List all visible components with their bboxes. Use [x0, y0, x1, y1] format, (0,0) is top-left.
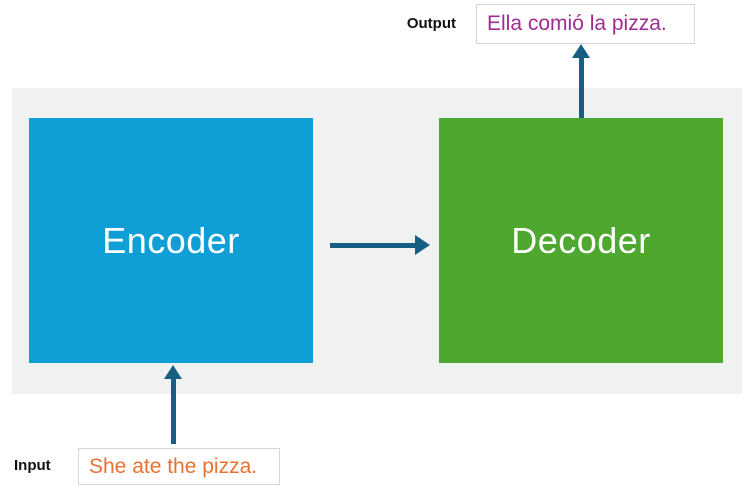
- output-label: Output: [406, 15, 456, 32]
- decoder-label: Decoder: [511, 219, 651, 261]
- decoder-block: Decoder: [439, 118, 723, 363]
- input-sentence-box: She ate the pizza.: [78, 448, 280, 485]
- input-to-encoder-arrow-shaft: [171, 378, 176, 444]
- output-sentence-box: Ella comió la pizza.: [476, 4, 695, 44]
- encoder-to-decoder-arrow-shaft: [330, 243, 417, 248]
- encoder-block: Encoder: [29, 118, 313, 363]
- input-sentence-text: She ate the pizza.: [89, 454, 258, 478]
- output-sentence-text: Ella comió la pizza.: [487, 12, 667, 35]
- encoder-label: Encoder: [102, 219, 240, 261]
- encoder-to-decoder-arrow-head: [415, 235, 430, 255]
- input-to-encoder-arrow-head: [164, 365, 182, 379]
- decoder-to-output-arrow-head: [572, 44, 590, 58]
- input-label: Input: [14, 457, 51, 474]
- decoder-to-output-arrow-shaft: [579, 57, 584, 118]
